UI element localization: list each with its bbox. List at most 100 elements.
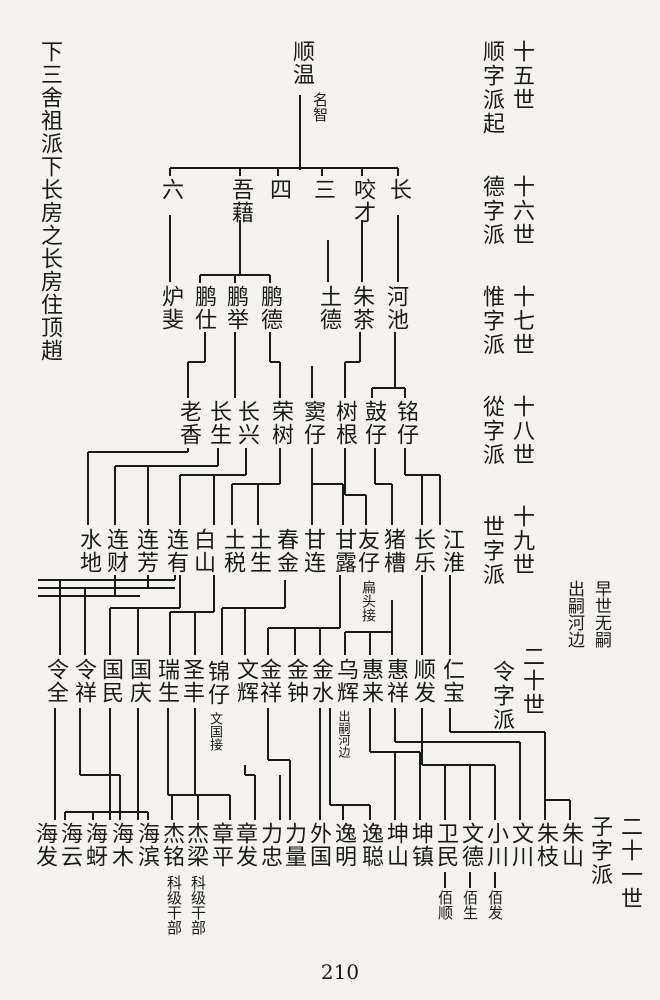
- gen-label-21: 二十一世: [617, 815, 642, 911]
- person-g16-san: 三: [310, 178, 335, 201]
- person-g19-youzai: 友仔: [354, 528, 379, 574]
- person-g20-jinzai: 锦仔: [204, 660, 229, 706]
- person-g19-changle: 长乐: [410, 528, 435, 574]
- person-g20-jinshui: 金水: [308, 658, 333, 704]
- person-g21-zhangfa: 章发: [232, 822, 257, 868]
- person-g19-baishan: 白山: [190, 528, 215, 574]
- gen-label-20: 二十世: [519, 645, 544, 717]
- person-g17-tude: 土德: [316, 285, 341, 331]
- person-g19-shuidi: 水地: [76, 528, 101, 574]
- person-g20-wuhui: 乌辉: [333, 658, 358, 704]
- person-g18-changsheng: 长生: [206, 400, 231, 446]
- person-g18-jvzai: 窦仔: [300, 400, 325, 446]
- person-g16-liu: 六: [158, 178, 183, 201]
- person-g21-haiyun: 海云: [57, 822, 82, 868]
- person-g21-yiming: 逸明: [331, 822, 356, 868]
- person-shunwen: 顺温: [289, 40, 314, 86]
- person-g17-hechi: 河池: [383, 285, 408, 331]
- person-g16-wujie: 吾藉: [228, 178, 253, 224]
- person-g18-laoxiang: 老香: [176, 400, 201, 446]
- gen-pai-21: 子字派: [587, 815, 612, 887]
- person-g21-xiaochuan: 小川: [483, 822, 508, 868]
- gen-pai-17: 惟字派: [479, 285, 504, 357]
- person-baisheng: 佰生: [461, 890, 479, 920]
- person-g20-shengfeng: 圣丰: [179, 658, 204, 704]
- person-g20-guomin: 国民: [98, 658, 123, 704]
- gen-label-17: 十七世: [509, 285, 534, 357]
- gen-label-16: 十六世: [509, 175, 534, 247]
- person-g18-rongshu: 荣树: [268, 400, 293, 446]
- gen-label-15: 十五世: [509, 40, 534, 112]
- person-g20-ruisheng: 瑞生: [154, 658, 179, 704]
- page-title: 下三舍祖派下长房之长房住顶趙: [37, 40, 62, 362]
- person-g21-zhushan: 朱山: [558, 822, 583, 868]
- person-g21-zhangping: 章平: [208, 822, 233, 868]
- person-g16-zhang: 长: [386, 178, 411, 201]
- person-g20-jinzhong: 金钟: [283, 658, 308, 704]
- person-g20-jinxiang: 金祥: [256, 658, 281, 704]
- person-g19-ganlu: 甘露: [331, 528, 356, 574]
- gen-pai-15: 顺字派起: [479, 40, 504, 136]
- person-g21-liliang: 力量: [281, 822, 306, 868]
- person-g16-yaocai: 咬才: [350, 178, 375, 224]
- person-g20-huilai: 惠来: [358, 658, 383, 704]
- person-g19-zhucao: 猪槽: [380, 528, 405, 574]
- note-jieming: 科级干部: [165, 875, 183, 935]
- person-g21-haibin: 海滨: [134, 822, 159, 868]
- page-number: 210: [320, 960, 360, 984]
- person-g21-kunshan: 坤山: [383, 822, 408, 868]
- person-g20-lingquan: 令全: [43, 658, 68, 704]
- person-g20-lingxiang: 令祥: [71, 658, 96, 704]
- gen-pai-19: 世字派: [479, 515, 504, 587]
- person-g21-haimu: 海木: [108, 822, 133, 868]
- person-g19-tushui: 土税: [220, 528, 245, 574]
- person-g19-lianyou: 连有: [163, 528, 188, 574]
- person-g19-jianghuai: 江淮: [439, 528, 464, 574]
- person-g21-wenchuan: 文川: [508, 822, 533, 868]
- person-g19-ganlian: 甘连: [300, 528, 325, 574]
- person-g18-guzai: 鼓仔: [361, 400, 386, 446]
- note-jinzai: 文国接: [207, 712, 222, 751]
- gen-pai-20: 令字派: [489, 660, 514, 732]
- note-wuhui: 出嗣河边: [337, 710, 351, 758]
- person-g21-haiya: 海蚜: [82, 822, 107, 868]
- person-g17-pengshi: 鹏仕: [191, 285, 216, 331]
- person-g21-jieliang: 杰梁: [183, 822, 208, 868]
- person-g17-pengju: 鹏举: [223, 285, 248, 331]
- gen-label-19: 十九世: [509, 505, 534, 577]
- person-g20-wenhui: 文辉: [233, 658, 258, 704]
- side-note-adopted: 出嗣河边: [564, 580, 584, 648]
- gen-label-18: 十八世: [509, 395, 534, 467]
- person-g21-haifa: 海发: [32, 822, 57, 868]
- person-g20-renbao: 仁宝: [439, 658, 464, 704]
- person-g19-chunjin: 春金: [273, 528, 298, 574]
- person-g18-changxing: 长兴: [234, 400, 259, 446]
- person-g19-liancai: 连财: [103, 528, 128, 574]
- person-baishun: 佰顺: [436, 890, 454, 920]
- person-g21-jieming: 杰铭: [159, 822, 184, 868]
- person-g21-zhuzhi: 朱枝: [533, 822, 558, 868]
- person-g19-tusheng: 土生: [246, 528, 271, 574]
- person-g17-zhucha: 朱茶: [349, 285, 374, 331]
- gen-pai-16: 德字派: [479, 175, 504, 247]
- person-g17-pengde: 鹏德: [257, 285, 282, 331]
- person-g21-wende: 文德: [458, 822, 483, 868]
- note-jieliang: 科级干部: [189, 875, 207, 935]
- person-g17-lufei: 炉斐: [158, 285, 183, 331]
- person-g19-lianfang: 连芳: [133, 528, 158, 574]
- person-g21-lizhong: 力忠: [257, 822, 282, 868]
- person-g18-shugen: 树根: [332, 400, 357, 446]
- person-g20-huixiang: 惠祥: [383, 658, 408, 704]
- person-g20-guoqing: 国庆: [126, 658, 151, 704]
- person-g21-yicong: 逸聪: [358, 822, 383, 868]
- side-note-no-heir: 早世无嗣: [591, 580, 611, 648]
- person-baifa: 佰发: [486, 890, 504, 920]
- person-g18-mingzai: 铭仔: [393, 400, 418, 446]
- note-mingzhi: 名智: [311, 92, 329, 122]
- note-biantoujie: 扁头接: [360, 580, 376, 622]
- person-g20-shunfa: 顺发: [410, 658, 435, 704]
- gen-pai-18: 從字派: [479, 395, 504, 467]
- person-g21-waiguo: 外国: [306, 822, 331, 868]
